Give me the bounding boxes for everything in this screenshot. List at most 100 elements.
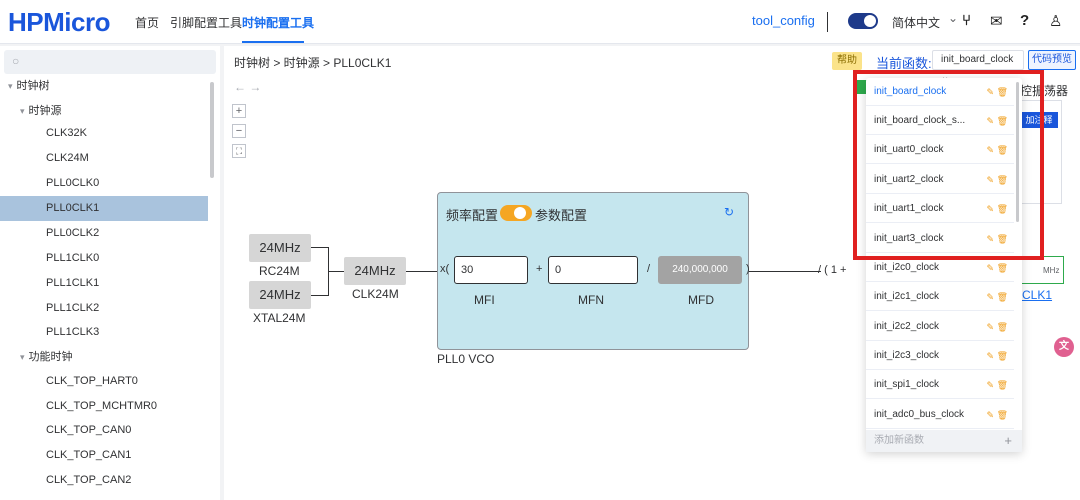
tree-item-clk-top-hart0[interactable]: CLK_TOP_HART0 xyxy=(46,375,138,387)
nav-home[interactable]: 首页 xyxy=(135,16,160,30)
edit-delete-icon[interactable]: ✎ 🗑 xyxy=(986,204,1008,214)
dropdown-item[interactable]: init_board_clock✎ 🗑 xyxy=(866,78,1014,106)
edit-delete-icon[interactable]: ✎ 🗑 xyxy=(986,322,1008,332)
code-preview-button[interactable]: 代码预览 xyxy=(1028,50,1076,70)
expr-plus: + xyxy=(536,263,543,275)
output-clock-link[interactable]: CLK1 xyxy=(1022,288,1053,302)
language-select[interactable]: 简体中文 xyxy=(892,16,941,30)
rc24m-label: RC24M xyxy=(259,264,300,278)
edit-delete-icon[interactable]: ✎ 🗑 xyxy=(986,175,1008,185)
hpmicro-logo[interactable]: HPMicro xyxy=(8,7,110,37)
dropdown-scrollbar[interactable] xyxy=(1016,82,1019,222)
dropdown-item[interactable]: init_uart2_clock✎ 🗑 xyxy=(866,166,1014,194)
tree-item-clk-top-can2[interactable]: CLK_TOP_CAN2 xyxy=(46,474,132,486)
expand-arrow-icon: ▾ xyxy=(8,81,13,91)
branch-icon[interactable]: ⑂ xyxy=(962,12,972,29)
dropdown-item[interactable]: init_i2c2_clock✎ 🗑 xyxy=(866,313,1014,341)
mfn-input[interactable]: 0 xyxy=(548,256,638,284)
clk24m-box[interactable]: 24MHz xyxy=(344,257,406,285)
tree-item-func-clock[interactable]: ▾功能时钟 xyxy=(20,351,73,363)
toggle-knob xyxy=(514,207,526,219)
sidebar-scrollbar[interactable] xyxy=(210,82,214,178)
freq-config-label: 频率配置 xyxy=(446,208,499,223)
chevron-down-icon[interactable]: ⌄ xyxy=(948,11,959,25)
tree-item-pll0clk2[interactable]: PLL0CLK2 xyxy=(46,227,100,239)
dropdown-item[interactable]: init_uart0_clock✎ 🗑 xyxy=(866,136,1014,164)
user-icon[interactable]: ♙ xyxy=(1049,13,1063,30)
divider xyxy=(827,12,828,32)
tree-item-pll0clk0[interactable]: PLL0CLK0 xyxy=(46,177,100,189)
mfd-label: MFD xyxy=(688,293,714,307)
tool-config-link[interactable]: tool_config xyxy=(752,13,815,28)
edit-delete-icon[interactable]: ✎ 🗑 xyxy=(986,380,1008,390)
tree-item-clk-top-can1[interactable]: CLK_TOP_CAN1 xyxy=(46,449,132,461)
zoom-out-icon[interactable]: − xyxy=(232,124,246,138)
xtal24m-box[interactable]: 24MHz xyxy=(249,281,311,309)
connector xyxy=(311,247,329,248)
search-input[interactable]: ○ xyxy=(4,50,216,74)
fit-view-icon[interactable]: ⛶ xyxy=(232,144,246,158)
mfi-input[interactable]: 30 xyxy=(454,256,528,284)
pll0-vco-panel: 频率配置 参数配置 ↻ x( 30 + 0 / 240,000,000 ) MF… xyxy=(437,192,750,350)
mfi-label: MFI xyxy=(474,293,495,307)
dropdown-item[interactable]: init_adc0_bus_clock✎ 🗑 xyxy=(866,401,1014,429)
dropdown-item[interactable]: init_spi1_clock✎ 🗑 xyxy=(866,371,1014,399)
tree-item-clk24m[interactable]: CLK24M xyxy=(46,152,89,164)
expr-close: ) xyxy=(746,263,750,275)
nav-clock-config[interactable]: 时钟配置工具 xyxy=(242,16,315,30)
tree-item-clk-top-can0[interactable]: CLK_TOP_CAN0 xyxy=(46,424,132,436)
zoom-in-icon[interactable]: + xyxy=(232,104,246,118)
edit-delete-icon[interactable]: ✎ 🗑 xyxy=(986,410,1008,420)
status-tab xyxy=(857,80,867,94)
tree-item-clk-top-mchtmr0[interactable]: CLK_TOP_MCHTMR0 xyxy=(46,400,158,412)
history-arrows[interactable]: ← → xyxy=(234,80,262,94)
tree-item-clock-tree[interactable]: ▾时钟树 xyxy=(8,80,50,92)
tree-item-clock-source[interactable]: ▾时钟源 xyxy=(20,105,62,117)
param-config-label: 参数配置 xyxy=(535,208,588,223)
edit-delete-icon[interactable]: ✎ 🗑 xyxy=(986,87,1008,97)
edit-delete-icon[interactable]: ✎ 🗑 xyxy=(986,351,1008,361)
edit-delete-icon[interactable]: ✎ 🗑 xyxy=(986,145,1008,155)
tree-item-pll1clk3[interactable]: PLL1CLK3 xyxy=(46,326,100,338)
connector xyxy=(406,271,437,272)
tree-item-clk32k[interactable]: CLK32K xyxy=(46,127,87,139)
mail-icon[interactable]: ✉ xyxy=(990,13,1003,30)
plus-icon[interactable]: + xyxy=(1004,433,1012,448)
tree-item-pll0clk1[interactable]: PLL0CLK1 xyxy=(0,196,208,221)
rc24m-box[interactable]: 24MHz xyxy=(249,234,311,262)
theme-toggle[interactable] xyxy=(848,13,878,29)
freq-unit: MHz xyxy=(1043,266,1060,275)
dropdown-item[interactable]: init_i2c0_clock✎ 🗑 xyxy=(866,254,1014,282)
top-bar: HPMicro 首页 引脚配置工具 时钟配置工具 tool_config 简体中… xyxy=(0,0,1080,44)
help-icon[interactable]: ? xyxy=(1020,12,1030,29)
edit-delete-icon[interactable]: ✎ 🗑 xyxy=(986,116,1008,126)
mfn-label: MFN xyxy=(578,293,604,307)
connector xyxy=(311,295,329,296)
dropdown-item[interactable]: init_uart1_clock✎ 🗑 xyxy=(866,195,1014,223)
dropdown-item[interactable]: init_i2c1_clock✎ 🗑 xyxy=(866,283,1014,311)
oscillator-title: 控振荡器 xyxy=(1020,84,1069,98)
edit-delete-icon[interactable]: ✎ 🗑 xyxy=(986,234,1008,244)
translate-icon[interactable]: 文 xyxy=(1054,337,1074,357)
toggle-knob xyxy=(864,15,876,27)
func-select[interactable]: init_board_clock ⌄ xyxy=(932,50,1024,83)
config-mode-toggle[interactable] xyxy=(500,205,532,221)
help-button[interactable]: 帮助 xyxy=(832,52,862,70)
dropdown-item[interactable]: init_board_clock_s...✎ 🗑 xyxy=(866,107,1014,135)
dropdown-item[interactable]: init_i2c3_clock✎ 🗑 xyxy=(866,342,1014,370)
reset-icon[interactable]: ↻ xyxy=(724,205,735,219)
add-comment-button[interactable]: 加注释 xyxy=(1020,112,1058,128)
active-nav-underline xyxy=(242,41,304,43)
add-function-row[interactable]: 添加新函数+ xyxy=(866,430,1022,452)
edit-delete-icon[interactable]: ✎ 🗑 xyxy=(986,292,1008,302)
tree-item-pll1clk2[interactable]: PLL1CLK2 xyxy=(46,302,100,314)
vco-label: PLL0 VCO xyxy=(437,352,495,366)
edit-delete-icon[interactable]: ✎ 🗑 xyxy=(986,263,1008,273)
tree-item-pll1clk0[interactable]: PLL1CLK0 xyxy=(46,252,100,264)
current-func-label: 当前函数: xyxy=(876,56,932,71)
expr-slash: / xyxy=(647,263,651,275)
dropdown-item[interactable]: init_uart3_clock✎ 🗑 xyxy=(866,225,1014,253)
nav-pin-config[interactable]: 引脚配置工具 xyxy=(170,16,243,30)
tree-item-pll1clk1[interactable]: PLL1CLK1 xyxy=(46,277,100,289)
xtal24m-label: XTAL24M xyxy=(253,311,306,325)
